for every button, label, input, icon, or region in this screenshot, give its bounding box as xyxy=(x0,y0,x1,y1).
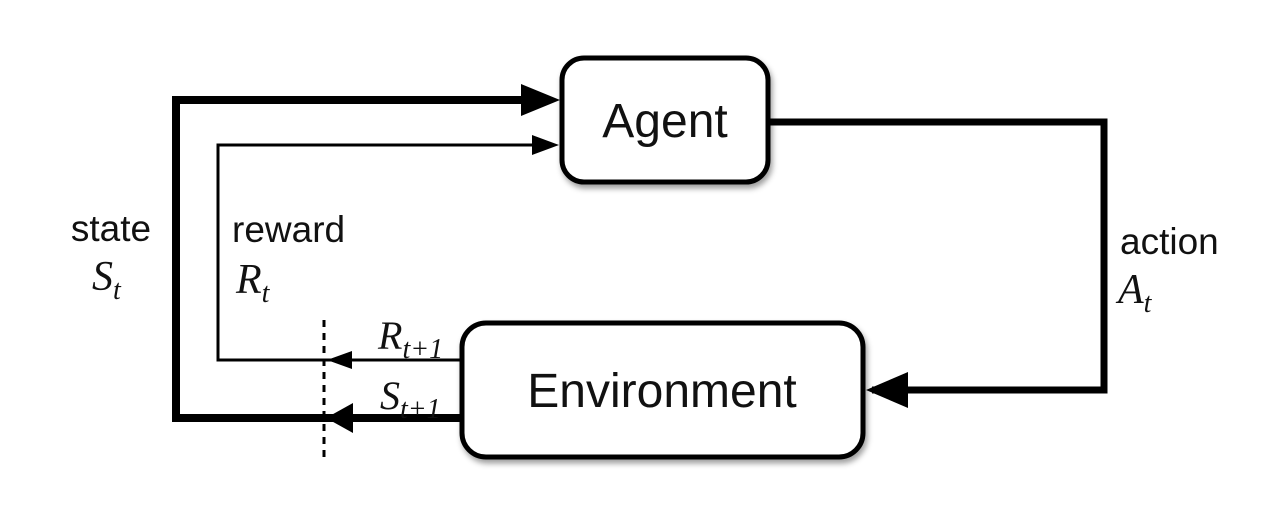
action-into-environment-arrowhead-icon xyxy=(866,372,908,408)
next-state-symbol-base: S xyxy=(380,373,400,418)
action-symbol-subscript: t xyxy=(1144,288,1153,319)
environment-node-label: Environment xyxy=(527,365,796,418)
next-state-arrowhead-icon xyxy=(326,403,353,433)
state-flow-line xyxy=(172,96,524,422)
reward-into-agent-arrowhead-icon xyxy=(532,135,559,155)
reward-symbol-label: Rt xyxy=(235,257,271,309)
state-symbol-label: St xyxy=(92,254,122,306)
next-state-symbol-subscript: t+1 xyxy=(400,394,441,425)
reward-word-label: reward xyxy=(232,209,345,250)
state-into-agent-arrowhead-icon xyxy=(521,84,560,116)
agent-node-label: Agent xyxy=(602,95,727,148)
action-flow-line xyxy=(768,118,1108,394)
environment-node-box xyxy=(459,320,866,460)
action-word-label: action xyxy=(1120,221,1219,262)
state-word-label: state xyxy=(71,208,151,249)
agent-node-box xyxy=(559,55,771,185)
reward-symbol-subscript: t xyxy=(262,278,271,309)
reward-symbol-base: R xyxy=(235,257,262,303)
action-symbol-base: A xyxy=(1115,267,1144,313)
next-reward-symbol-base: R xyxy=(377,313,402,358)
next-reward-symbol-label: Rt+1 xyxy=(377,313,443,365)
state-symbol-subscript: t xyxy=(113,275,122,306)
next-reward-arrowhead-icon xyxy=(327,351,352,369)
action-symbol-label: At xyxy=(1115,267,1153,319)
next-state-symbol-label: St+1 xyxy=(380,373,441,425)
state-symbol-base: S xyxy=(92,254,113,300)
next-reward-symbol-subscript: t+1 xyxy=(402,334,443,365)
